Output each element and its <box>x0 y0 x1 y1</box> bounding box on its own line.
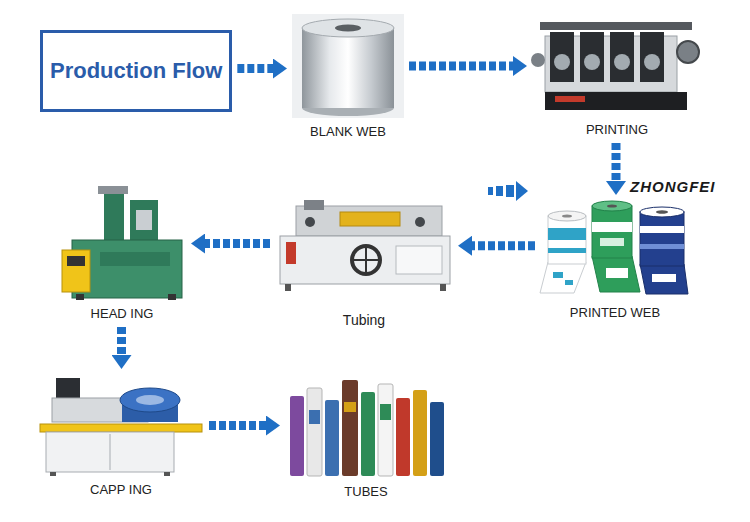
process-step: PRINTING <box>532 18 702 138</box>
step-label: TUBES <box>285 484 447 500</box>
step-label: HEAD ING <box>58 306 186 322</box>
printing-machine <box>531 22 699 110</box>
step-label: PRINTED WEB <box>540 305 690 321</box>
step-label: Tubing <box>275 312 453 328</box>
flow-arrow <box>472 241 535 250</box>
tube-products <box>290 380 444 476</box>
block-arrow <box>488 181 528 201</box>
flow-arrow <box>409 62 513 71</box>
heading-machine <box>62 186 182 300</box>
flow-arrow <box>612 143 621 181</box>
process-step: Tubing <box>275 196 453 328</box>
flow-arrow <box>237 64 273 73</box>
process-step: HEAD ING <box>58 184 186 322</box>
printed-rolls <box>540 201 688 294</box>
flow-arrow <box>209 421 266 430</box>
step-label: BLANK WEB <box>292 124 404 140</box>
process-step: TUBES <box>285 374 447 500</box>
title-box: Production Flow <box>40 30 232 112</box>
tubing-machine <box>280 200 450 291</box>
capping-machine <box>40 378 202 476</box>
process-step: CAPP ING <box>38 374 204 498</box>
flow-arrow <box>205 239 270 248</box>
process-step: PRINTED WEB <box>540 200 690 321</box>
flow-arrow <box>117 327 126 355</box>
step-label: CAPP ING <box>38 482 204 498</box>
step-label: PRINTING <box>532 122 702 138</box>
process-step: BLANK WEB <box>292 14 404 140</box>
watermark: ZHONGFEI <box>630 178 716 195</box>
film-roll <box>292 14 404 118</box>
flow-title: Production Flow <box>50 57 222 86</box>
